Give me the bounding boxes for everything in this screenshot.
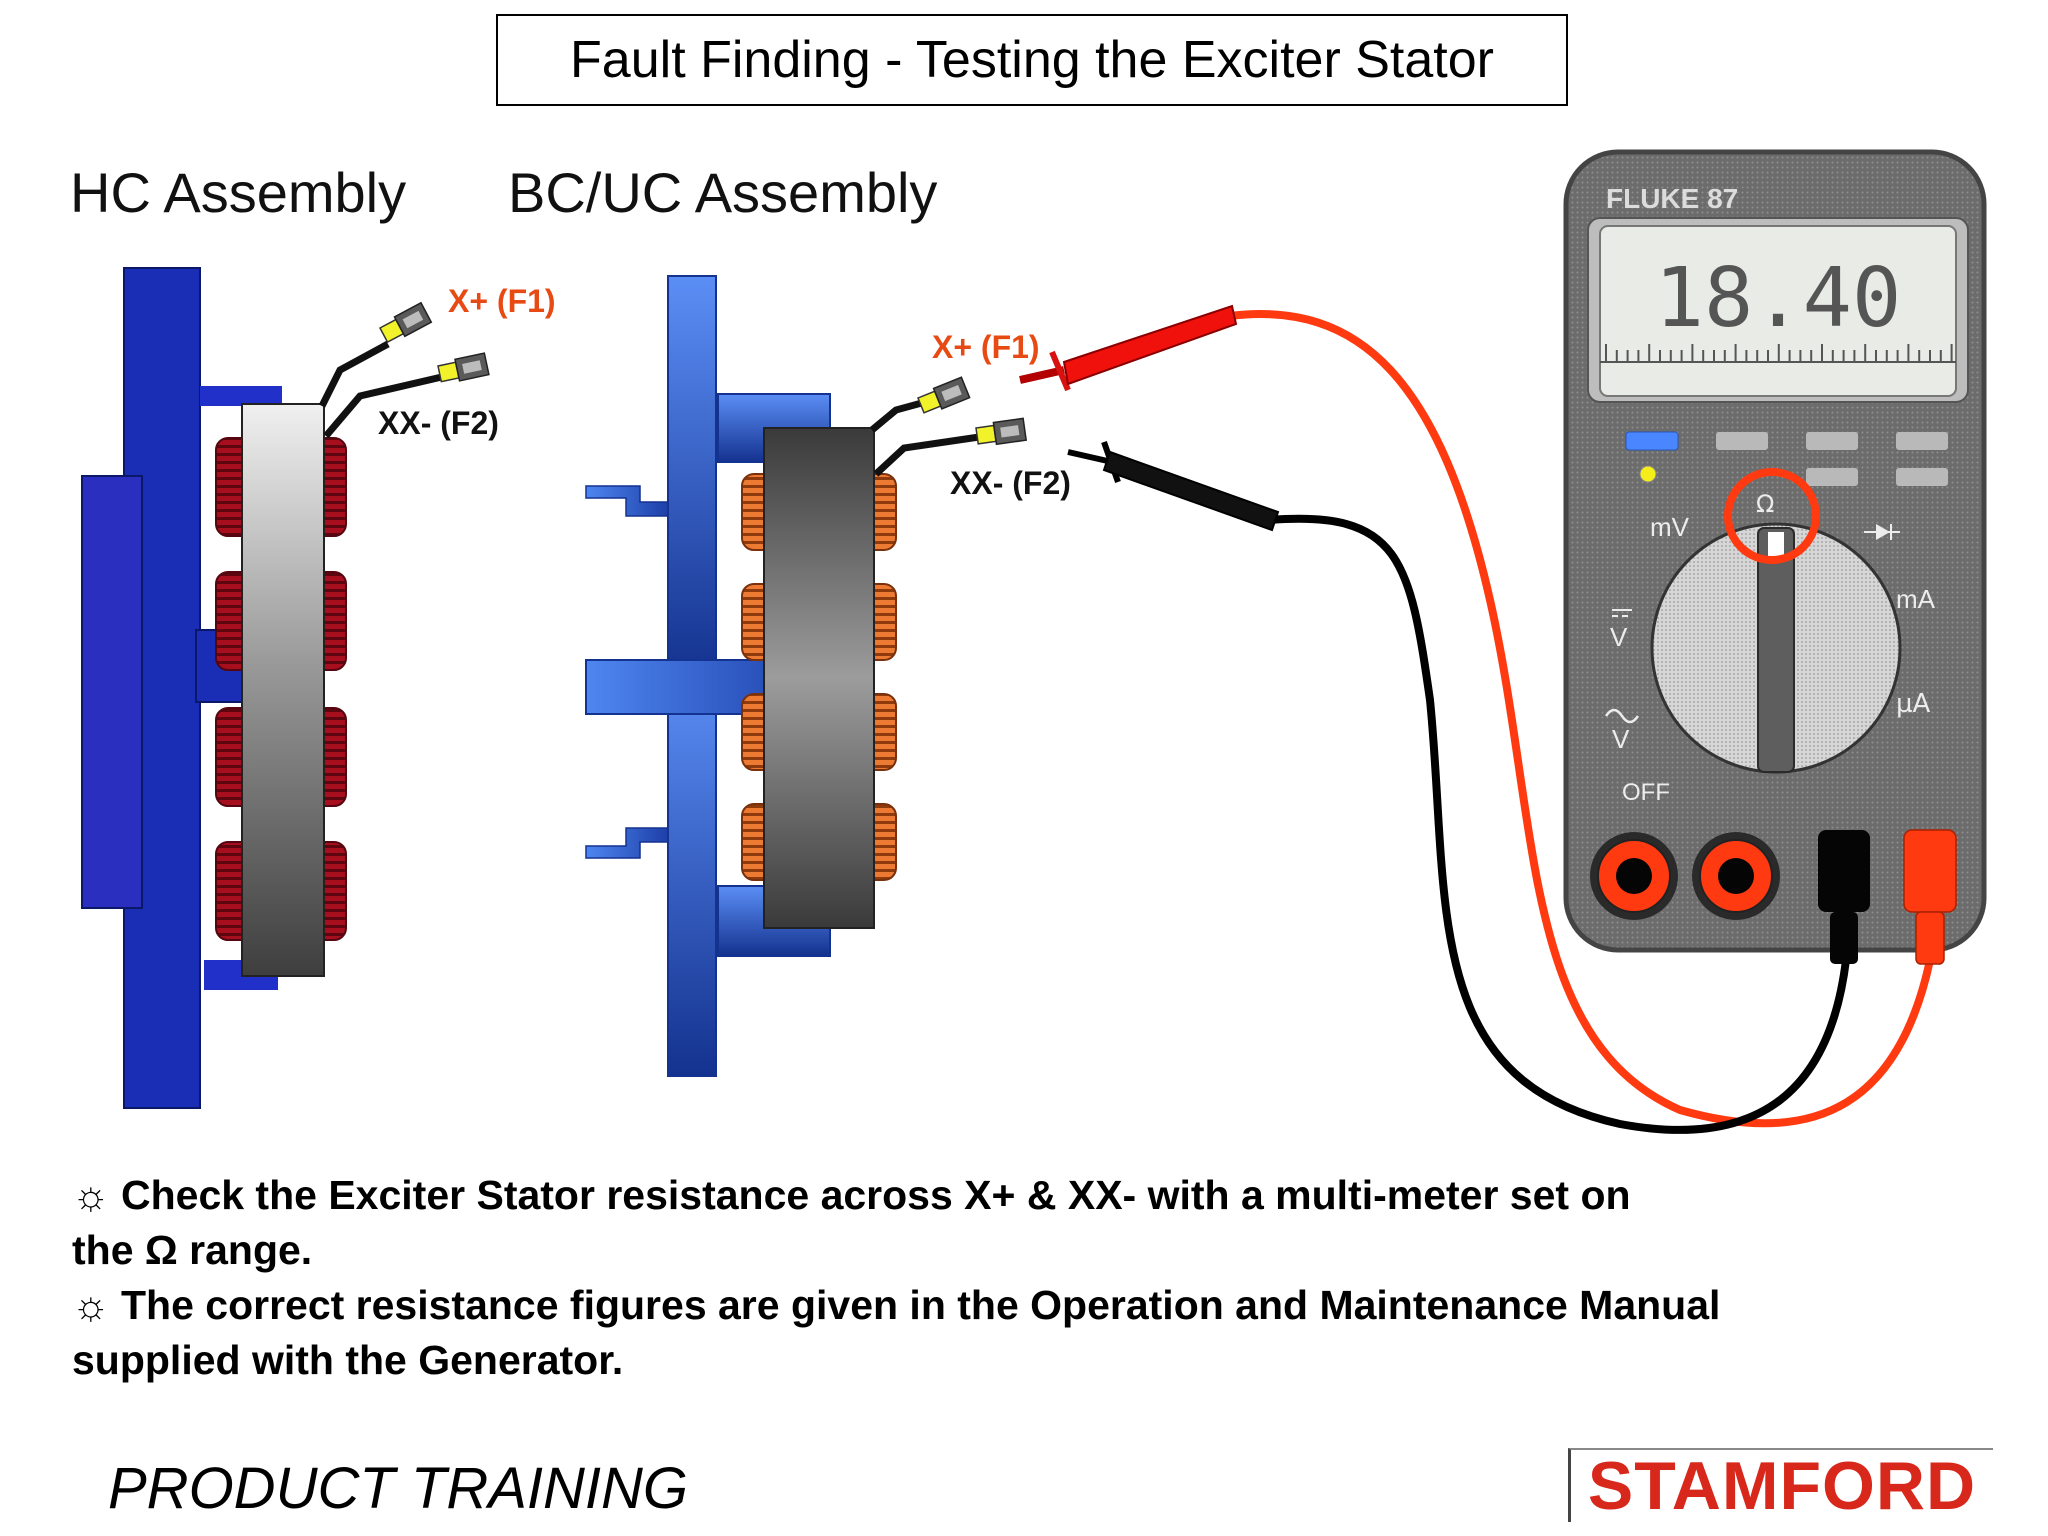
meter-label-diode <box>1864 524 1900 540</box>
svg-text:V: V <box>1612 724 1630 754</box>
hc-bracket-top <box>200 386 282 406</box>
meter-dial-pointer-tip <box>1768 532 1784 558</box>
meter-reading: 18.40 <box>1655 251 1902 346</box>
meter-plug-red <box>1903 829 1957 965</box>
meter-dial-pointer <box>1757 527 1795 773</box>
bc-terminal-pos <box>917 376 971 414</box>
bullet-1: ☼ Check the Exciter Stator resistance ac… <box>72 1168 1992 1223</box>
bcuc-assembly: X+ (F1) XX- (F2) <box>585 275 1071 1077</box>
page-title: Fault Finding - Testing the Exciter Stat… <box>496 14 1568 106</box>
bullet-1-text: Check the Exciter Stator resistance acro… <box>120 1172 1631 1218</box>
hc-label-neg: XX- (F2) <box>378 405 499 441</box>
meter-button-5[interactable] <box>1806 468 1858 486</box>
test-leads <box>1019 304 1934 1134</box>
meter-brand: FLUKE 87 <box>1606 183 1738 214</box>
bullet-2: ☼ The correct resistance figures are giv… <box>72 1278 1992 1333</box>
bullet-1-continued: the Ω range. <box>72 1227 313 1273</box>
bc-lower-frame <box>667 675 717 1077</box>
meter-label-vdc: V <box>1610 609 1632 652</box>
sun-icon: ☼ <box>72 1172 110 1218</box>
bc-arm-top <box>585 485 669 517</box>
meter-label-ua: µA <box>1896 689 1931 719</box>
bc-arm-bottom <box>585 827 669 859</box>
hc-assembly: X+ (F1) XX- (F2) <box>81 267 556 1109</box>
hc-lead-pos <box>318 340 390 408</box>
hc-label-pos: X+ (F1) <box>448 283 556 319</box>
meter-display <box>1599 225 1957 397</box>
meter-label-ohm: Ω <box>1756 490 1774 518</box>
bullet-2-text: The correct resistance figures are given… <box>120 1282 1721 1328</box>
meter-indicator-led <box>1639 465 1657 483</box>
bc-lead-neg <box>873 432 987 477</box>
hc-stator-body <box>241 403 325 977</box>
instruction-list: ☼ Check the Exciter Stator resistance ac… <box>72 1168 1992 1388</box>
hc-assembly-heading: HC Assembly <box>70 161 407 224</box>
bullet-2-continued: supplied with the Generator. <box>72 1337 624 1383</box>
ohm-selection-ring <box>1724 468 1820 564</box>
exciter-stator-diagram: X+ (F1) XX- (F2) X+ (F1) XX- (F2) <box>81 149 1987 1134</box>
meter-label-mv: mV <box>1650 512 1690 542</box>
meter-button-3[interactable] <box>1806 432 1858 450</box>
meter-plug-black <box>1818 830 1870 964</box>
meter-button-range[interactable] <box>1625 431 1679 451</box>
meter-label-vac: V <box>1604 708 1640 754</box>
stamford-logo: STAMFORD <box>1568 1448 1993 1524</box>
black-probe <box>1067 441 1280 532</box>
bc-upper-frame <box>667 275 717 677</box>
hc-terminal-neg <box>437 352 490 383</box>
bcuc-assembly-heading: BC/UC Assembly <box>508 161 938 224</box>
sun-icon: ☼ <box>72 1282 110 1328</box>
meter-button-4[interactable] <box>1896 432 1948 450</box>
multimeter: FLUKE 87 18.40 mV Ω mA µA V <box>1563 149 1987 965</box>
hc-flange <box>81 475 143 909</box>
bc-stator-body <box>763 427 875 929</box>
bc-label-pos: X+ (F1) <box>932 329 1040 365</box>
meter-jack-1[interactable] <box>1590 832 1678 920</box>
product-training-label: PRODUCT TRAINING <box>108 1456 688 1521</box>
meter-label-ma: mA <box>1896 584 1936 614</box>
meter-bargraph <box>1605 344 1953 362</box>
svg-text:V: V <box>1610 622 1628 652</box>
hc-terminal-pos <box>378 301 433 344</box>
bc-label-neg: XX- (F2) <box>950 465 1071 501</box>
meter-jack-2[interactable] <box>1692 832 1780 920</box>
bc-terminal-neg <box>975 417 1028 446</box>
red-probe <box>1019 304 1238 392</box>
meter-button-6[interactable] <box>1896 468 1948 486</box>
meter-button-2[interactable] <box>1716 432 1768 450</box>
black-lead-wire <box>1269 514 1850 1134</box>
meter-label-off: OFF <box>1622 779 1670 806</box>
red-lead-wire <box>1229 310 1934 1128</box>
hc-lead-neg <box>323 372 447 439</box>
